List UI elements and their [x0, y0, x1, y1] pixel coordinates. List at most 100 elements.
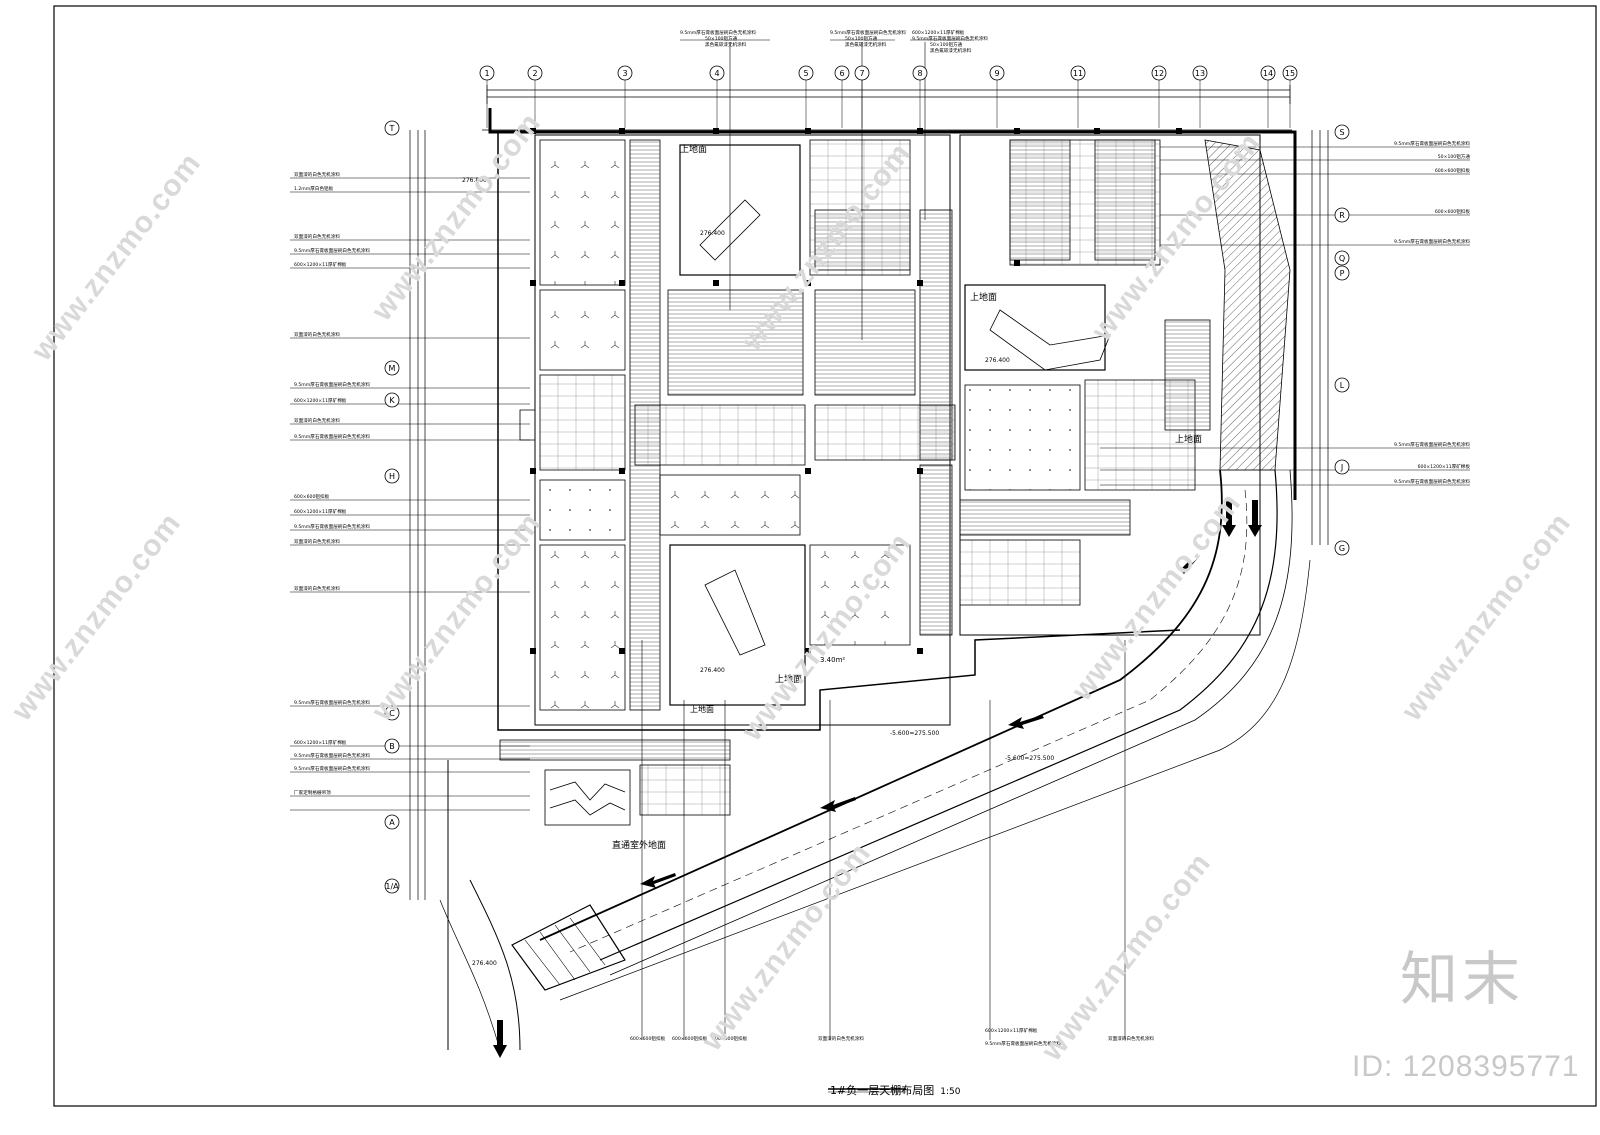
left-note-15: 双面漆的白色无机涂料	[294, 585, 340, 592]
left-note-3: 双面漆的白色无机涂料	[294, 233, 340, 240]
top-notes-group: 9.5mm厚石膏板面层刷白色无机涂料50×100铝方通黑色氟碳漆无机涂料9.5m…	[680, 29, 988, 54]
right-note-5: 9.5mm厚石膏板面层刷白色无机涂料	[1394, 238, 1470, 245]
top-axis-3-label: 3	[622, 69, 627, 78]
top-note-8: 9.5mm厚石膏板面层刷白色无机涂料	[912, 35, 988, 42]
left-axis-7-bubble	[384, 814, 400, 830]
top-note-10: 黑色氟碳漆无机涂料	[930, 47, 972, 54]
left-axis-5-bubble	[384, 705, 400, 721]
left-note-6: 双面漆的白色无机涂料	[294, 331, 340, 338]
top-note-5: 50×100铝方通	[845, 35, 878, 42]
right-leaders	[1100, 146, 1470, 486]
brand-logo: 知末	[1400, 945, 1525, 1013]
top-note-4: 9.5mm厚石膏板面层刷白色无机涂料	[830, 29, 906, 36]
right-axis-2-label: R	[1339, 211, 1345, 220]
right-note-3: 600×600铝扣板	[1435, 167, 1471, 174]
left-note-20: 厂家定制格栅吊顶	[294, 789, 331, 796]
top-dimension-lines	[486, 85, 1291, 104]
right-note-8: 9.5mm厚石膏板面层刷白色无机涂料	[1394, 478, 1470, 485]
top-note-1: 9.5mm厚石膏板面层刷白色无机涂料	[680, 29, 756, 36]
top-axis-10-bubble	[1070, 65, 1086, 81]
left-axis-5-label: C	[389, 709, 395, 718]
top-axis-1-label: 1	[484, 69, 489, 78]
left-note-17: 600×1200×11厚矿棉板	[294, 739, 347, 746]
left-axis-1-label: T	[389, 124, 395, 133]
right-axis-1-bubble	[1334, 124, 1350, 140]
left-axis-4-bubble	[384, 468, 400, 484]
top-axis-11-label: 12	[1154, 69, 1164, 78]
up-ground-label-4: 上地面	[775, 673, 802, 685]
left-note-7: 9.5mm厚石膏板面层刷白色无机涂料	[294, 381, 370, 388]
top-axis-13-bubble	[1260, 65, 1276, 81]
elevation-label-2: 276.400	[700, 667, 725, 674]
top-axis-6-label: 6	[839, 69, 844, 78]
top-axis-7-label: 7	[859, 69, 864, 78]
right-dimension-lines	[1311, 130, 1329, 545]
bottom-note-1: 600×600铝扣板	[630, 1035, 666, 1042]
top-axis-2-label: 2	[532, 69, 537, 78]
entry-ramp	[511, 904, 626, 991]
left-axis-3-bubble	[384, 392, 400, 408]
right-axis-7-bubble	[1334, 540, 1350, 556]
bottom-leaders	[641, 640, 1126, 1040]
left-note-8: 600×1200×11厚矿棉板	[294, 397, 347, 404]
top-note-2: 50×100铝方通	[705, 35, 738, 42]
brand-id: ID: 1208395771	[1352, 1050, 1580, 1083]
top-axis-14-label: 15	[1285, 69, 1295, 78]
right-axis-6-bubble	[1334, 459, 1350, 475]
access-road	[439, 469, 1311, 1051]
left-axis-1-bubble	[384, 120, 400, 136]
top-axis-12-label: 13	[1195, 69, 1205, 78]
left-note-9: 双面漆的白色无机涂料	[294, 417, 340, 424]
left-note-2: 1.2mm厚白色铝板	[294, 185, 334, 192]
right-note-1: 9.5mm厚石膏板面层刷白色无机涂料	[1394, 140, 1470, 147]
top-axis-1-bubble	[479, 65, 495, 81]
right-axis-2-bubble	[1334, 207, 1350, 223]
elevation-label-7: -5.600=275.500	[890, 730, 939, 737]
area-label: 3.40m²	[820, 656, 845, 664]
left-note-5: 600×1200×11厚矿棉板	[294, 261, 347, 268]
right-axis-1-label: S	[1339, 128, 1344, 137]
top-axis-4-bubble	[709, 65, 725, 81]
right-note-4: 600×600铝扣板	[1435, 208, 1471, 215]
right-axis-5-label: L	[1340, 381, 1345, 390]
left-axis-4-label: H	[389, 472, 395, 481]
top-note-7: 600×1200×11厚矿棉板	[912, 29, 965, 36]
elevation-label-4: 276.800	[462, 177, 487, 184]
left-axis-6-bubble	[384, 738, 400, 754]
left-note-1: 双面漆的白色无机涂料	[294, 171, 340, 178]
right-axis-3-label: Q	[1339, 254, 1345, 263]
top-axis-5-bubble	[798, 65, 814, 81]
left-note-11: 600×600铝扣板	[294, 493, 330, 500]
up-ground-label-3: 上地面	[1175, 433, 1202, 445]
right-axis-4-label: P	[1340, 269, 1345, 278]
up-ground-label-5: 上地面	[690, 704, 714, 714]
bottom-note-5: 600×1200×11厚矿棉板	[985, 1027, 1038, 1034]
right-axis-3-bubble	[1334, 250, 1350, 266]
left-note-13: 9.5mm厚石膏板面层刷白色无机涂料	[294, 523, 370, 530]
right-notes-group: 9.5mm厚石膏板面层刷白色无机涂料50×100铝方通600×600铝扣板600…	[1394, 140, 1470, 485]
top-note-6: 黑色氟碳漆无机涂料	[845, 41, 887, 48]
left-axis-8-bubble	[384, 878, 400, 894]
road-arrows	[493, 500, 1262, 1058]
top-axis-9-bubble	[989, 65, 1005, 81]
drawing-scale: 1:50	[940, 1087, 961, 1097]
left-note-18: 9.5mm厚石膏板面层刷白色无机涂料	[294, 752, 370, 759]
lower-lobby	[499, 739, 731, 826]
top-axis-9-label: 9	[994, 69, 999, 78]
left-note-4: 9.5mm厚石膏板面层刷白色无机涂料	[294, 247, 370, 254]
left-axis-6-label: B	[389, 742, 395, 751]
right-axis-5-bubble	[1334, 377, 1350, 393]
bottom-note-4: 双面漆的白色无机涂料	[818, 1035, 864, 1042]
to-outdoor-label: 直通室外地面	[612, 839, 666, 851]
top-axis-11-bubble	[1151, 65, 1167, 81]
top-note-9: 50×100铝方通	[930, 41, 963, 48]
elevation-label-3: 276.400	[985, 357, 1010, 364]
elevation-label-1: 276.400	[700, 230, 725, 237]
ceiling-zones	[539, 139, 1211, 711]
